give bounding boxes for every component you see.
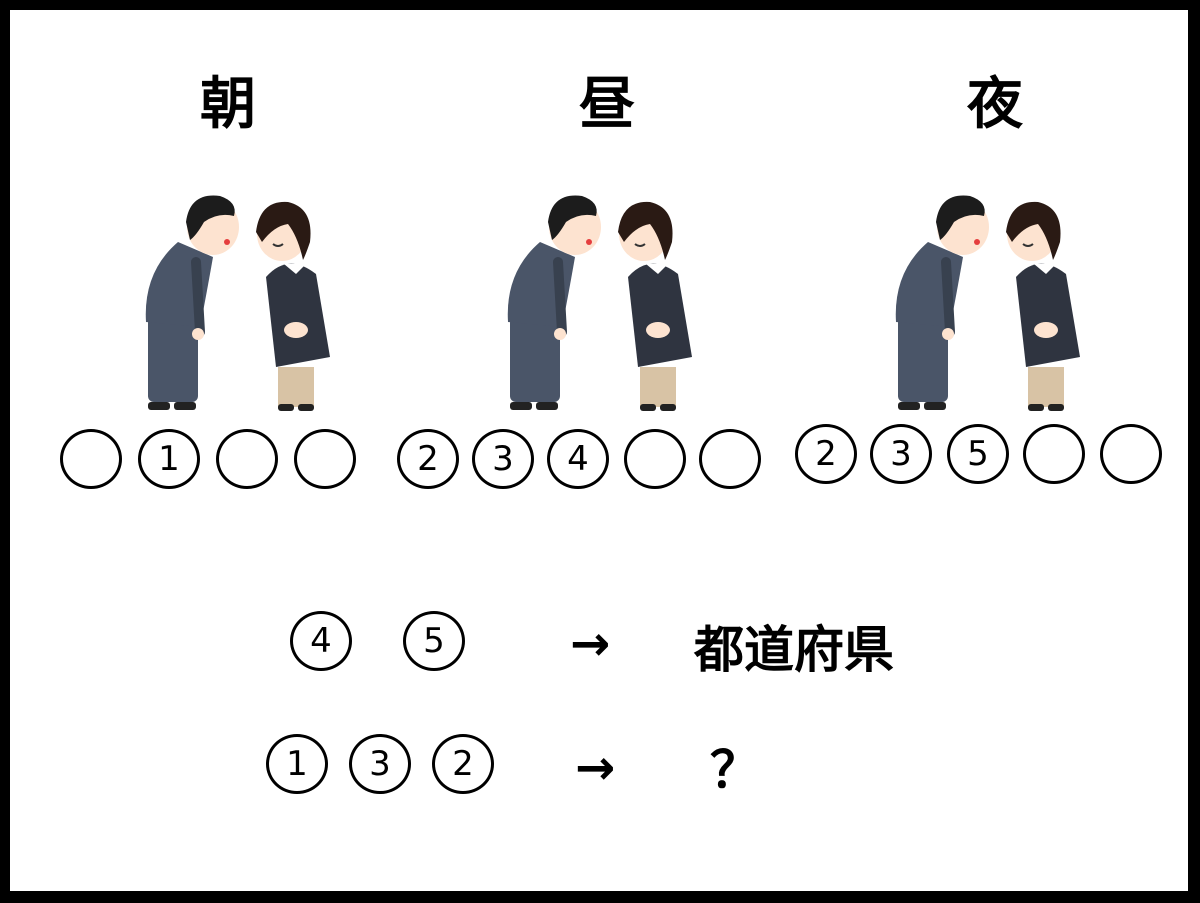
slot-circle — [216, 429, 278, 489]
slot-circle: 2 — [795, 424, 857, 484]
puzzle-panel: 朝 昼 夜 — [10, 10, 1188, 891]
bowing-couple-illustration — [507, 195, 692, 411]
slot-circle — [1100, 424, 1162, 484]
bowing-man — [507, 195, 601, 410]
bowing-couple-illustration — [895, 195, 1080, 411]
slot-circle — [624, 429, 686, 489]
slot-circle: 1 — [266, 734, 328, 794]
slot-circle: 4 — [290, 611, 352, 671]
bowing-woman — [1006, 201, 1080, 411]
slot-circle — [60, 429, 122, 489]
bowing-man — [895, 195, 989, 410]
slot-circle: 3 — [349, 734, 411, 794]
clue-1-answer: 都道府県 — [694, 621, 894, 679]
slot-circle — [294, 429, 356, 489]
label-night: 夜 — [967, 72, 1023, 137]
clue-1-slots: 4 5 — [290, 611, 490, 675]
clue-2-slots: 1 3 2 — [266, 734, 526, 798]
arrow-icon: → — [575, 740, 616, 796]
slot-circle — [1023, 424, 1085, 484]
label-noon: 昼 — [579, 72, 635, 137]
slot-circle — [699, 429, 761, 489]
clue-2-answer: ？ — [710, 741, 760, 799]
slot-circle: 2 — [432, 734, 494, 794]
bowing-man — [145, 195, 239, 410]
slots-morning: 1 — [60, 429, 380, 493]
label-morning: 朝 — [200, 72, 256, 137]
bowing-woman — [618, 201, 692, 411]
slot-circle: 5 — [403, 611, 465, 671]
slot-circle: 5 — [947, 424, 1009, 484]
slot-circle: 3 — [472, 429, 534, 489]
slots-noon: 2 3 4 — [397, 429, 777, 493]
slot-circle: 2 — [397, 429, 459, 489]
slot-circle: 3 — [870, 424, 932, 484]
arrow-icon: → — [570, 616, 611, 672]
slot-circle: 4 — [547, 429, 609, 489]
bowing-couple-illustration — [145, 195, 330, 411]
bowing-woman — [256, 201, 330, 411]
slot-circle: 1 — [138, 429, 200, 489]
slots-night: 2 3 5 — [795, 424, 1175, 488]
